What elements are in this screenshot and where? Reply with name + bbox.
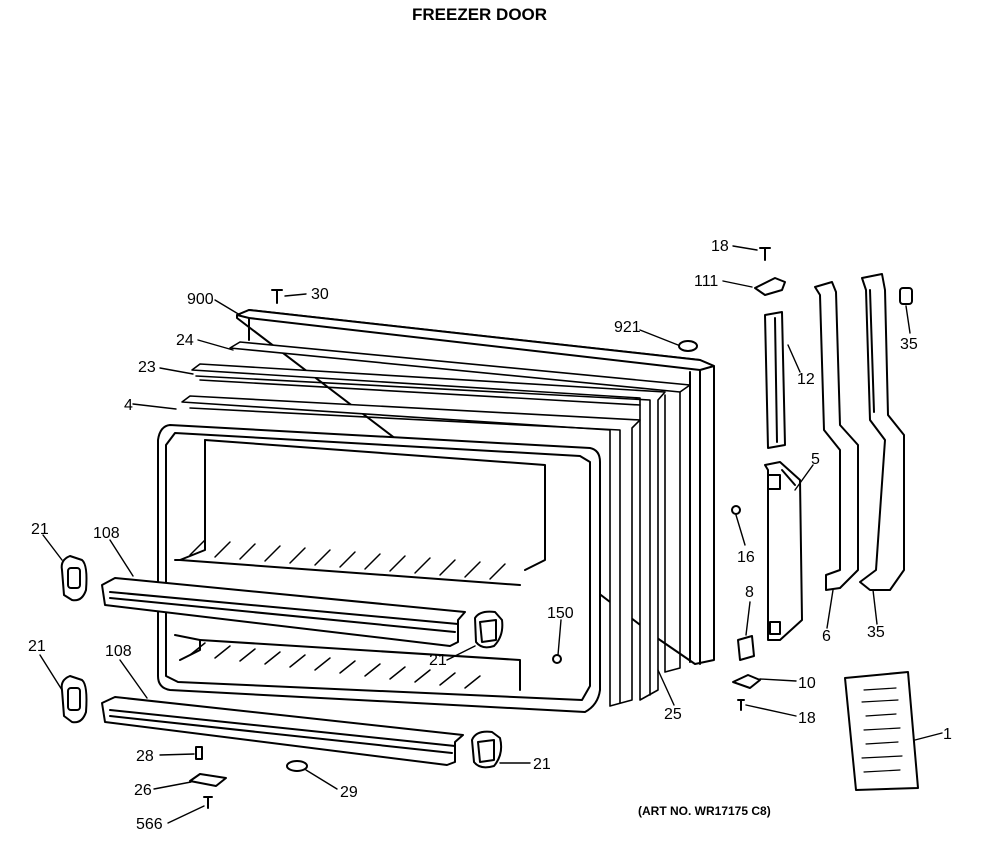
callout-111: 111 (694, 273, 718, 290)
callout-18-top: 18 (711, 238, 729, 255)
callout-30: 30 (311, 286, 329, 303)
callout-12: 12 (797, 371, 815, 388)
callout-35-top: 35 (900, 336, 918, 353)
callout-5: 5 (811, 451, 820, 468)
callout-24: 24 (176, 332, 194, 349)
screw-566 (204, 797, 212, 808)
callout-8: 8 (745, 584, 754, 601)
stop-28 (196, 747, 202, 759)
inner-door-liner (158, 425, 600, 712)
diagram-title: FREEZER DOOR (412, 5, 547, 24)
callout-35-bottom: 35 (867, 624, 885, 641)
end-cap-left-upper (62, 556, 87, 600)
cap-35-top (900, 288, 912, 304)
door-handle-trim-35 (860, 274, 904, 590)
art-number: (ART NO. WR17175 C8) (638, 804, 771, 818)
bracket-10 (733, 675, 760, 688)
callout-29: 29 (340, 784, 358, 801)
callout-28: 28 (136, 748, 154, 765)
washer-16 (731, 505, 741, 515)
callout-25: 25 (664, 706, 682, 723)
hinge-plate-12 (765, 312, 785, 448)
callout-16: 16 (737, 549, 755, 566)
callout-18-bottom: 18 (798, 710, 816, 727)
bracket-26 (190, 774, 226, 786)
callout-108-b: 108 (105, 643, 132, 660)
installation-card-1 (845, 672, 918, 790)
foot-29 (287, 761, 307, 771)
end-cap-right-lower (472, 732, 501, 768)
callout-26: 26 (134, 782, 152, 799)
end-cap-right-upper (475, 612, 502, 648)
callout-21-c: 21 (429, 652, 447, 669)
callout-labels: 18 111 900 30 921 35 24 12 23 4 5 21 108… (28, 238, 952, 833)
callout-21-a: 21 (31, 521, 49, 538)
callout-921: 921 (614, 319, 641, 336)
callout-23: 23 (138, 359, 156, 376)
callout-10: 10 (798, 675, 816, 692)
plug-921 (679, 341, 697, 351)
callout-6: 6 (822, 628, 831, 645)
callout-1: 1 (943, 726, 952, 743)
callout-150: 150 (547, 605, 574, 622)
hinge-pin-111 (755, 278, 785, 295)
screw-18-top (760, 248, 770, 260)
bushing-8 (738, 636, 754, 660)
leader-lines (40, 246, 942, 823)
screw-150 (552, 654, 562, 664)
callout-566: 566 (136, 816, 163, 833)
screw-30 (272, 290, 282, 303)
shelf-rail-upper (102, 578, 465, 646)
callout-4: 4 (124, 397, 133, 414)
callout-108-a: 108 (93, 525, 120, 542)
shelf-rail-lower (102, 697, 463, 765)
end-cap-left-lower (62, 676, 87, 722)
hinge-bracket-5 (765, 462, 802, 640)
callout-21-b: 21 (28, 638, 46, 655)
callout-900: 900 (187, 291, 214, 308)
callout-21-d: 21 (533, 756, 551, 773)
door-gasket-layers (182, 342, 690, 706)
screw-18-bottom (738, 700, 744, 710)
door-handle-6 (815, 282, 858, 590)
